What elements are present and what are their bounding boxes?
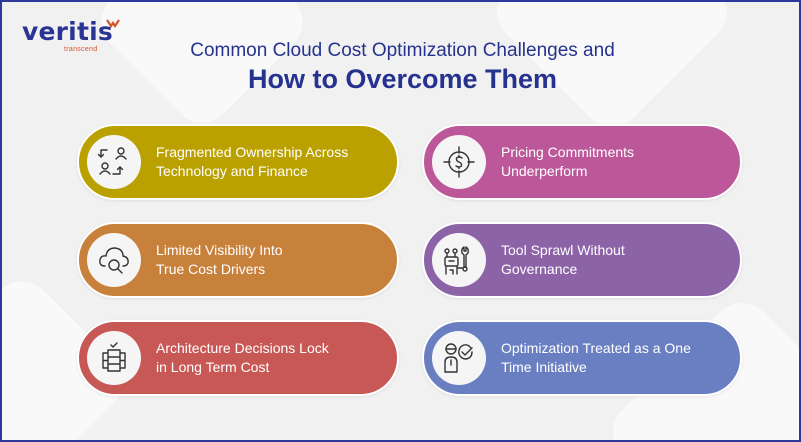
cloud-search-icon (99, 247, 129, 274)
icon-circle (432, 135, 486, 189)
card-limited-visibility: Limited Visibility Into True Cost Driver… (77, 222, 399, 298)
icon-circle (87, 135, 141, 189)
card-title-line-1: Limited Visibility Into (156, 242, 283, 258)
card-architecture-decisions: Architecture Decisions Lock in Long Term… (77, 320, 399, 396)
robot-wrench-icon (444, 246, 469, 275)
card-title-line-2: Underperform (501, 163, 588, 179)
veritis-logo: veritis transcend (22, 17, 120, 53)
card-title-line-1: Pricing Commitments (501, 144, 635, 160)
title-line-1: Common Cloud Cost Optimization Challenge… (190, 40, 615, 61)
card-title-line-2: Time Initiative (501, 359, 587, 375)
logo-mark-icon (106, 19, 120, 28)
page-title: How to Overcome Them (247, 64, 558, 94)
icon-circle (87, 233, 141, 287)
card-one-time-optimization: Optimization Treated as a One Time Initi… (422, 320, 742, 396)
person-check-icon (444, 343, 473, 373)
card-title-line-1: Optimization Treated as a One (501, 340, 691, 356)
card-title-line-2: Governance (501, 261, 578, 277)
icon-circle (432, 233, 486, 287)
icon-circle (432, 331, 486, 385)
card-fragmented-ownership: Fragmented Ownership Across Technology a… (77, 124, 399, 200)
server-stack-icon (102, 342, 126, 372)
logo-wordmark: veritis (22, 17, 113, 46)
card-title-line-1: Tool Sprawl Without (501, 242, 625, 258)
card-title-line-2: Technology and Finance (156, 163, 308, 179)
people-exchange-icon (97, 147, 127, 175)
card-title-line-1: Fragmented Ownership Across (156, 144, 349, 160)
icon-circle (87, 331, 141, 385)
card-pricing-commitments: Pricing Commitments Underperform (422, 124, 742, 200)
logo-tagline: transcend (64, 46, 98, 53)
dollar-target-icon (443, 146, 475, 178)
card-title-line-2: True Cost Drivers (156, 261, 266, 277)
card-title-line-1: Architecture Decisions Lock (156, 340, 329, 356)
card-title-line-2: in Long Term Cost (156, 359, 270, 375)
card-tool-sprawl: Tool Sprawl Without Governance (422, 222, 742, 298)
